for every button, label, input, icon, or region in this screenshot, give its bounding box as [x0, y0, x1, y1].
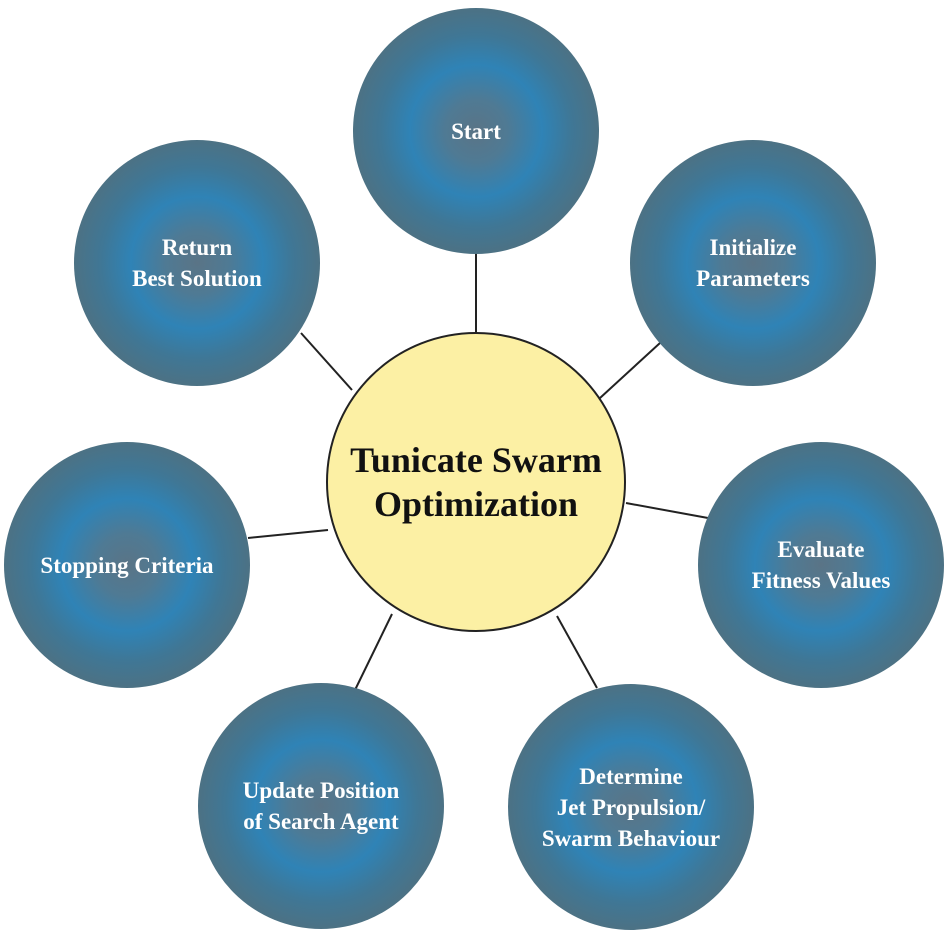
center-node: Tunicate Swarm Optimization	[326, 332, 626, 632]
step-update-label: Update Position of Search Agent	[242, 778, 400, 834]
step-update-node: Update Position of Search Agent	[198, 683, 444, 929]
connector-determine	[556, 615, 598, 689]
step-start-node: Start	[353, 8, 599, 254]
step-initialize-node: Initialize Parameters	[630, 140, 876, 386]
step-stopping-node: Stopping Criteria	[4, 442, 250, 688]
connector-return	[300, 332, 353, 391]
connector-stopping	[247, 529, 329, 539]
step-stopping-label: Stopping Criteria	[40, 552, 214, 578]
step-evaluate-node: Evaluate Fitness Values	[698, 442, 944, 688]
step-determine-label: Determine Jet Propulsion/ Swarm Behaviou…	[541, 763, 721, 851]
step-determine-node: Determine Jet Propulsion/ Swarm Behaviou…	[508, 684, 754, 930]
center-title: Tunicate Swarm Optimization	[350, 440, 602, 524]
connector-evaluate	[625, 502, 709, 519]
step-start-label: Start	[451, 118, 501, 144]
step-return-label: Return Best Solution	[132, 235, 262, 291]
step-initialize-label: Initialize Parameters	[696, 235, 810, 291]
connector-initialize	[599, 342, 661, 399]
step-evaluate-label: Evaluate Fitness Values	[751, 537, 891, 593]
connector-update	[354, 613, 393, 691]
step-return-node: Return Best Solution	[74, 140, 320, 386]
